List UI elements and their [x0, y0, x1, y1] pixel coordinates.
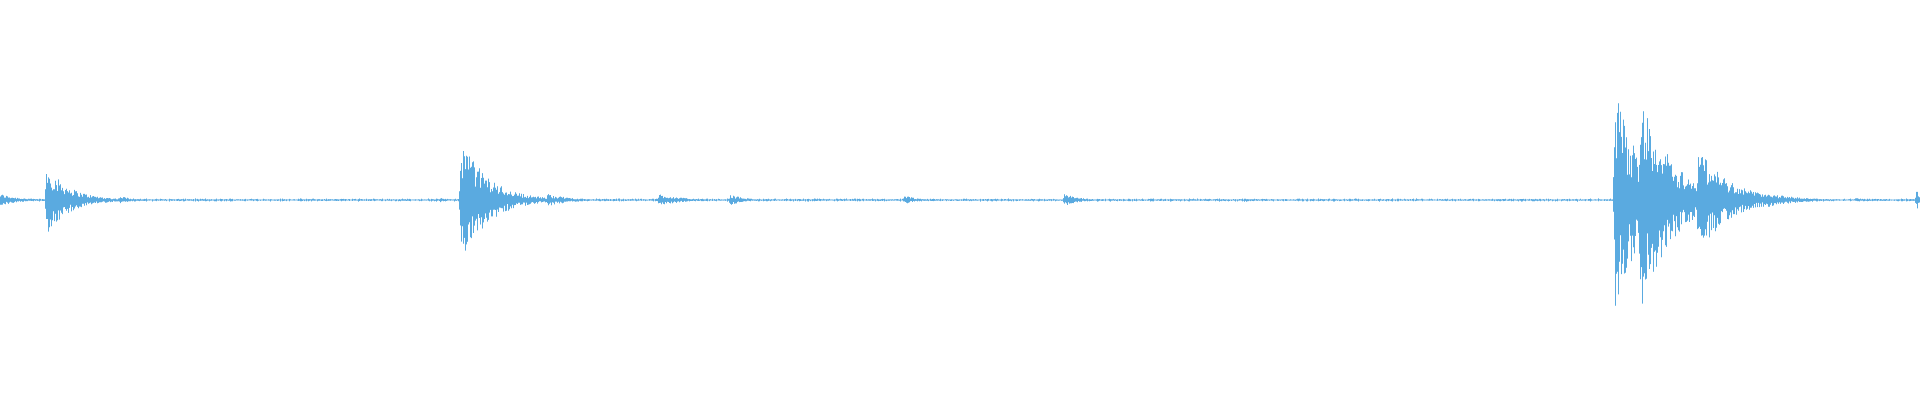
waveform-path — [0, 103, 1920, 306]
